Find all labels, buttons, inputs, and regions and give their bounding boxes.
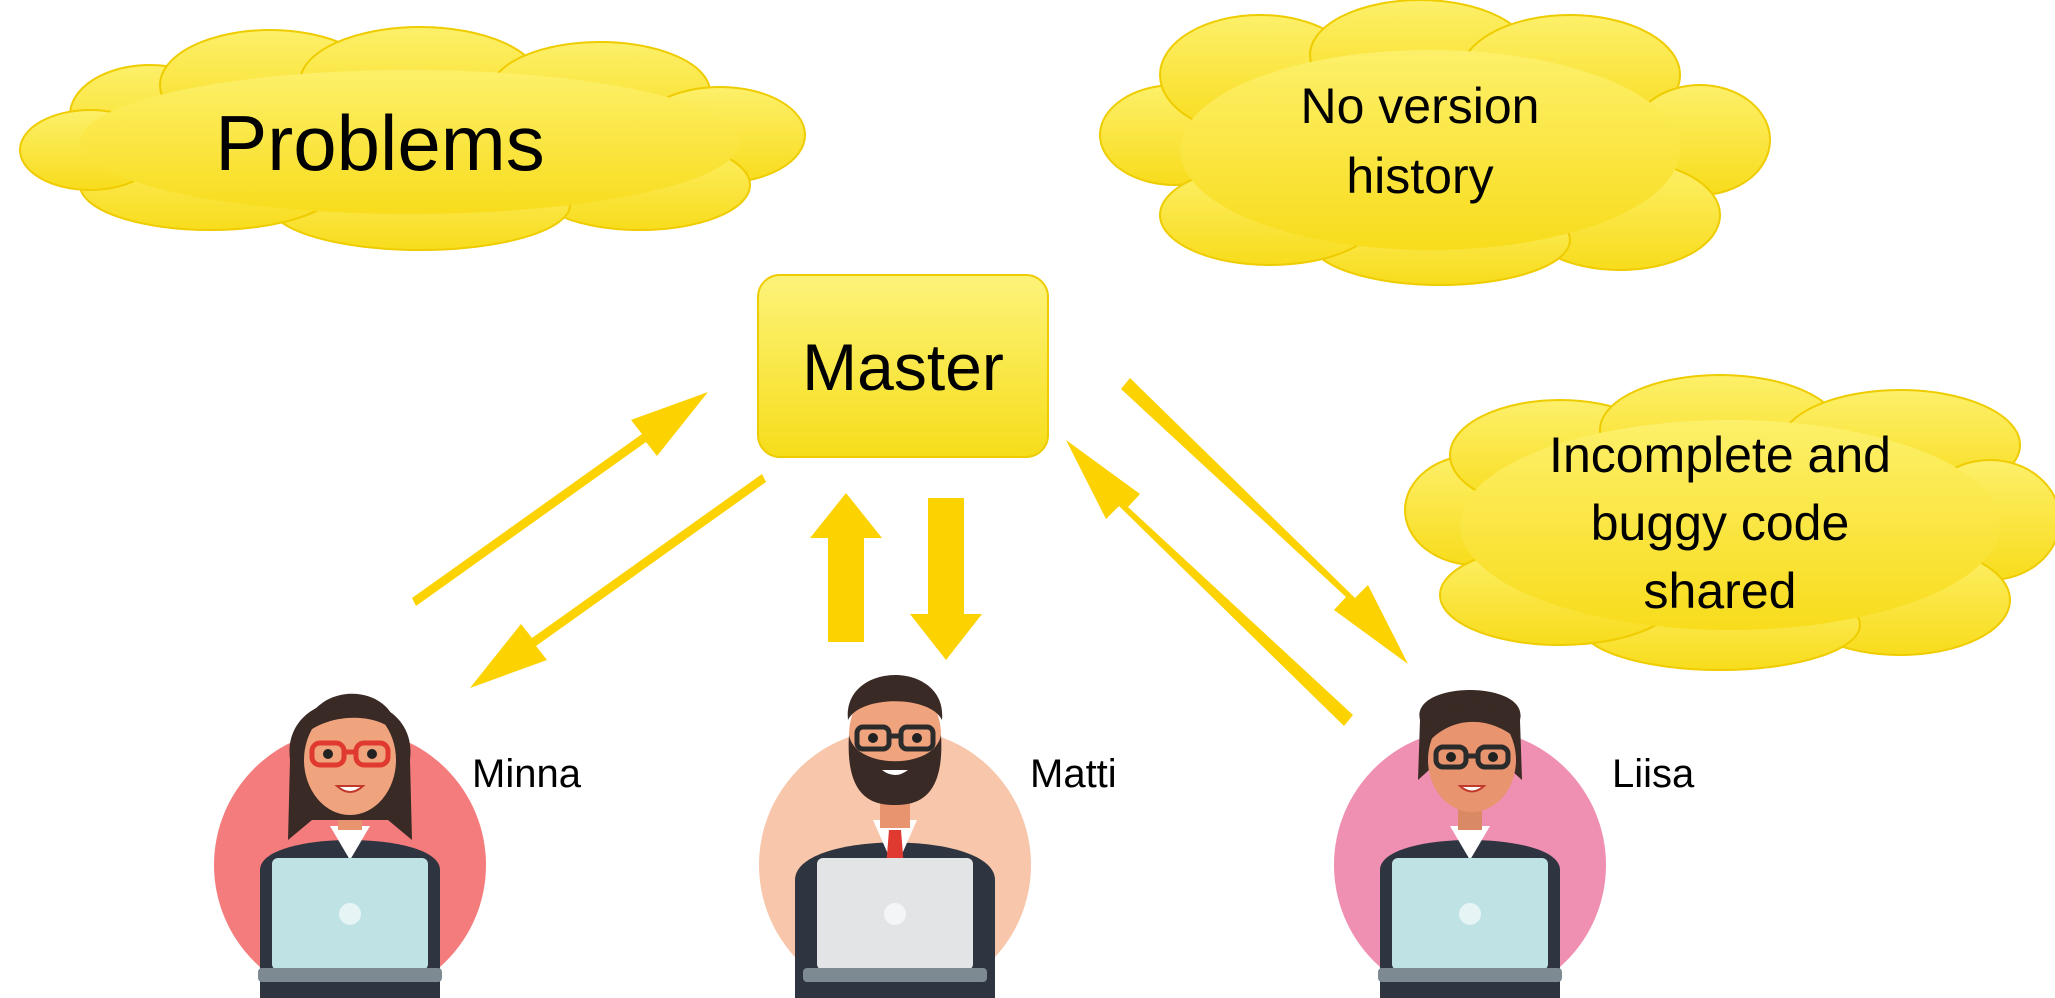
matti-name: Matti: [1030, 752, 1117, 796]
version-history-cloud: No version history: [1099, 0, 1771, 286]
master-node: Master: [757, 274, 1049, 458]
master-label: Master: [802, 330, 1004, 404]
buggy-code-line1: Incomplete and: [1549, 427, 1891, 483]
version-history-line1: No version: [1301, 78, 1540, 134]
arrow-minna-to-master: [412, 392, 708, 606]
person-liisa: Liisa: [1334, 690, 1695, 998]
version-history-line2: history: [1346, 148, 1493, 204]
arrow-master-to-liisa: [1121, 378, 1408, 664]
problems-cloud: Problems: [19, 26, 806, 251]
liisa-name: Liisa: [1612, 752, 1695, 796]
arrow-liisa-to-master: [1066, 440, 1353, 726]
arrow-master-to-matti: [910, 498, 982, 660]
buggy-code-line3: shared: [1644, 563, 1797, 619]
arrow-master-to-minna: [470, 474, 766, 688]
person-matti: Matti: [759, 675, 1117, 998]
arrow-matti-to-master: [810, 493, 882, 642]
minna-name: Minna: [472, 752, 582, 796]
person-minna: Minna: [214, 693, 582, 998]
buggy-code-line2: buggy code: [1591, 495, 1850, 551]
arrows: [412, 378, 1408, 726]
buggy-code-cloud: Incomplete and buggy code shared: [1404, 374, 2055, 671]
problems-title: Problems: [215, 99, 544, 187]
